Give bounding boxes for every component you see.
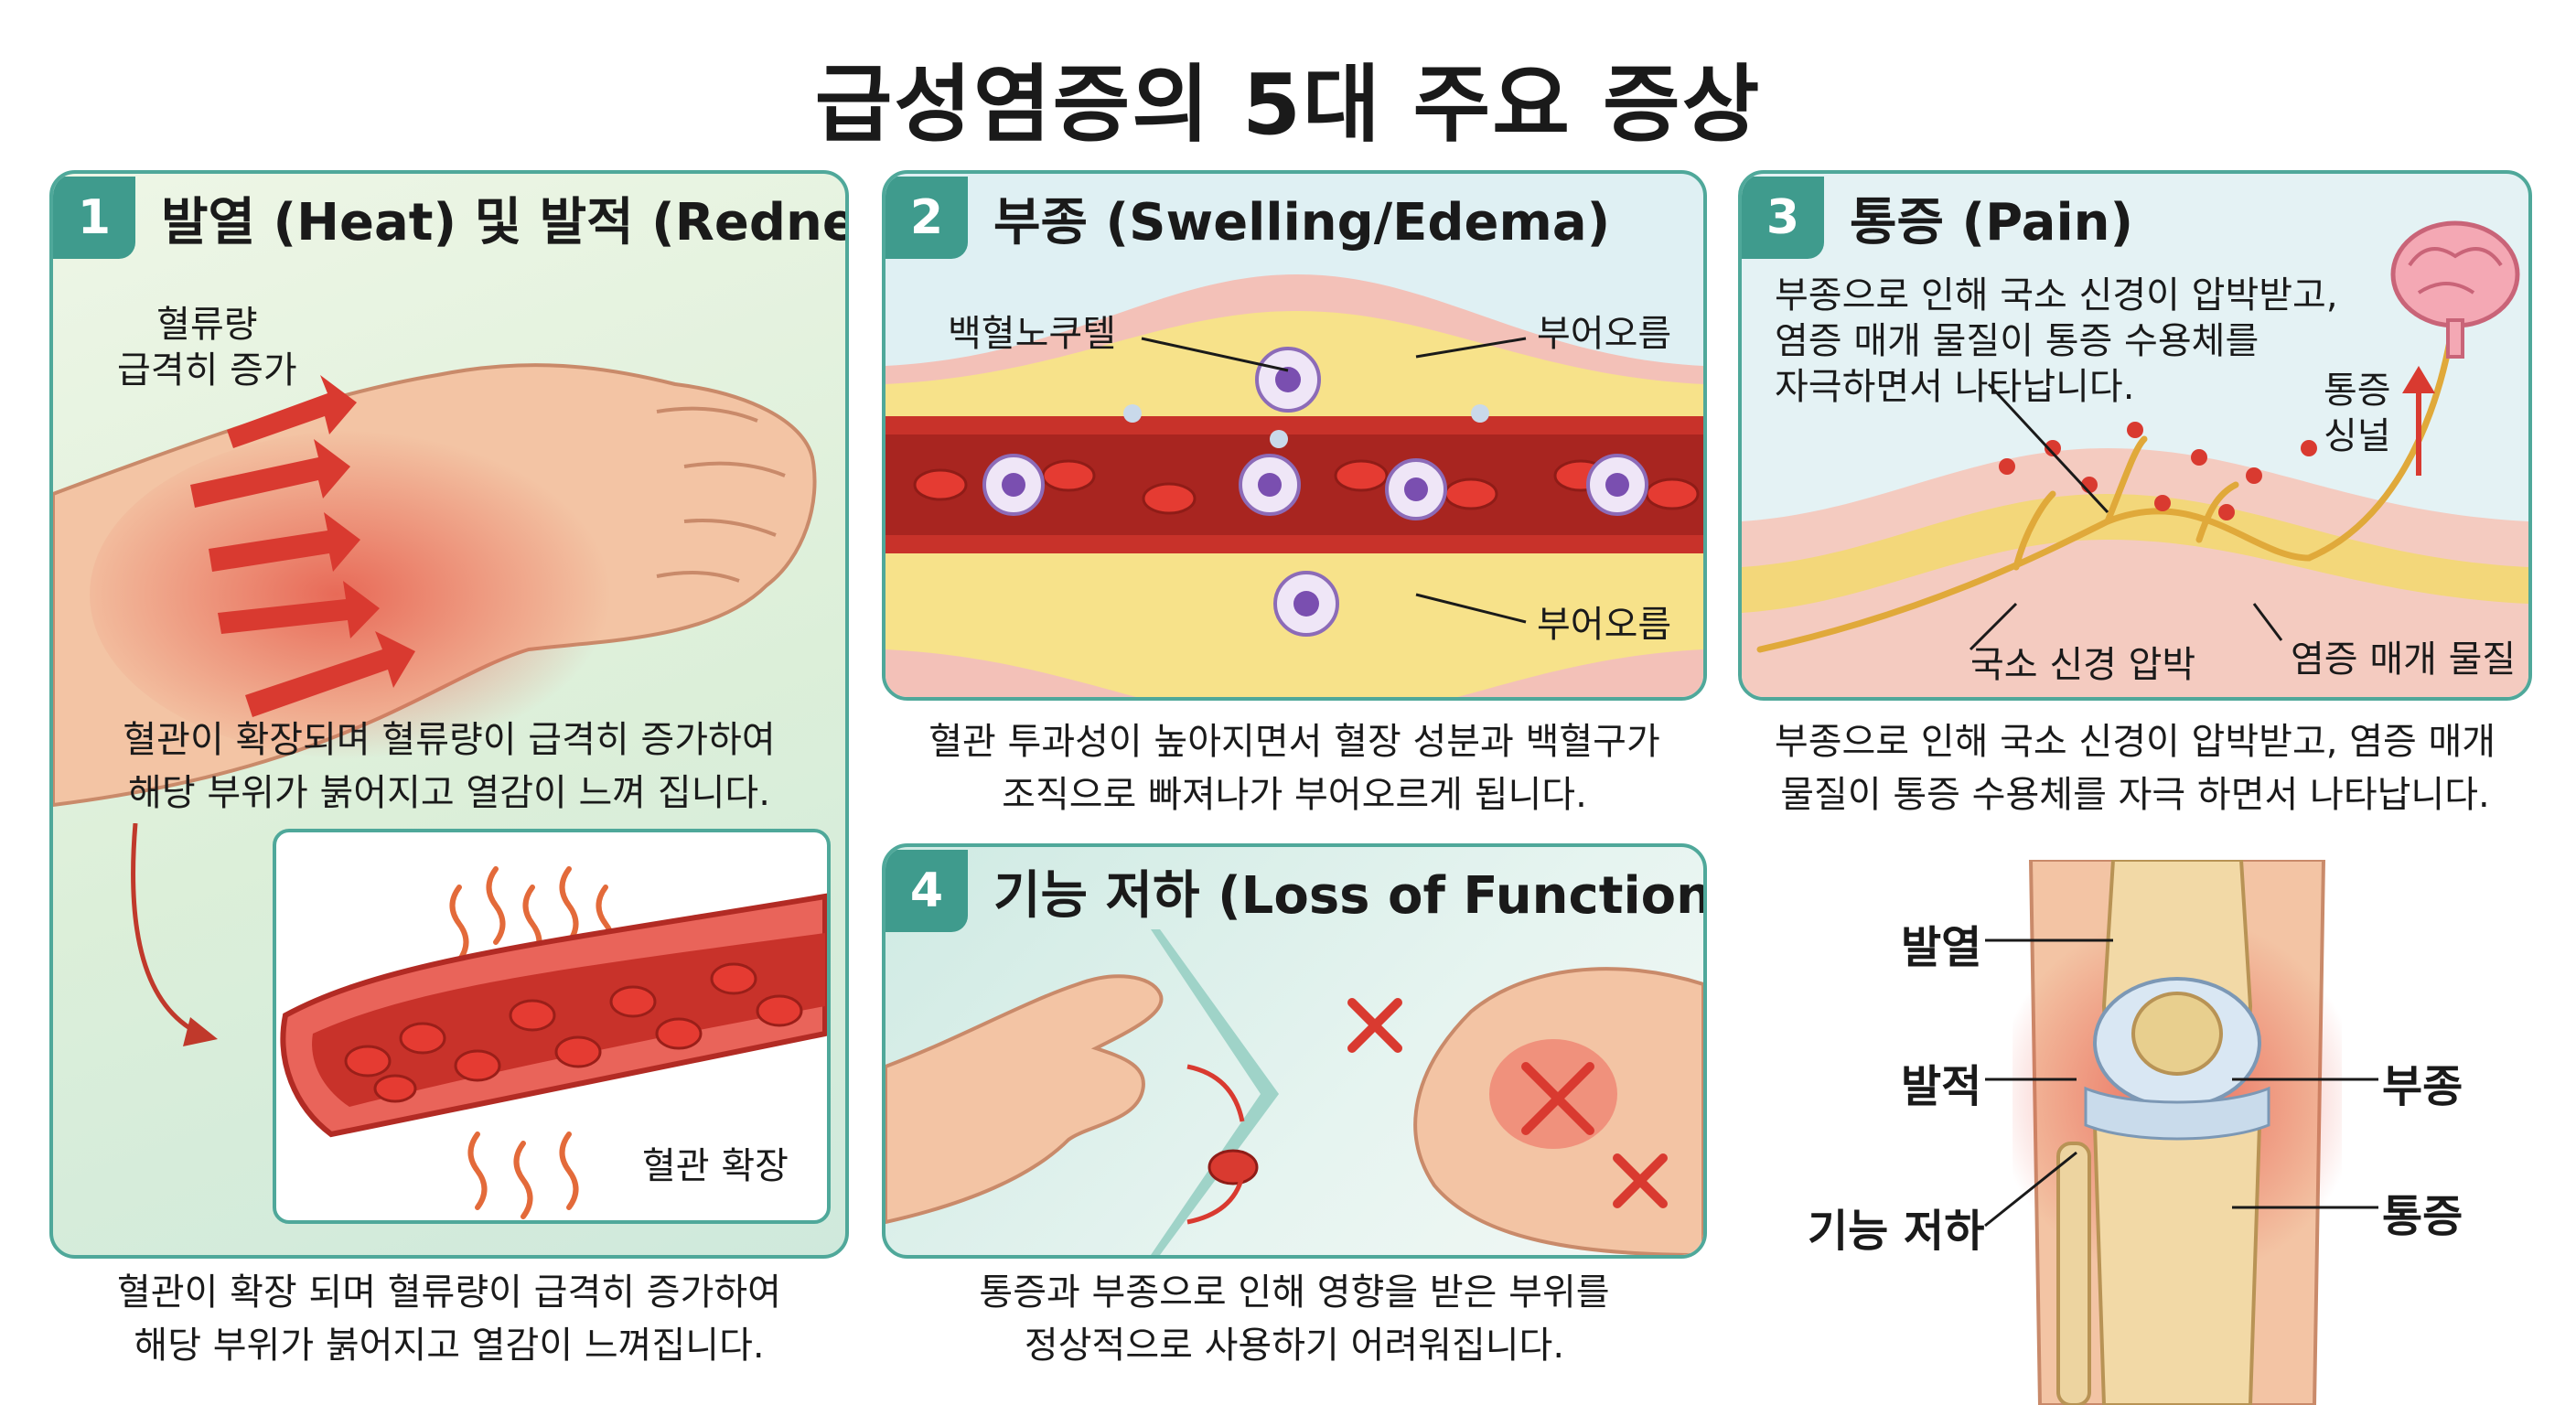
nerve-compression-label: 국소 신경 압박: [1970, 644, 2196, 686]
arrow-icon: [190, 375, 415, 717]
knee-pain-label: 통증: [2382, 1191, 2463, 1242]
panel-title: 통증 (Pain): [1850, 192, 2134, 252]
vessel-dilation-label: 혈관 확장: [642, 1145, 789, 1187]
panel-header: 3 통증 (Pain): [1742, 174, 2133, 262]
knee-redness-label: 발적: [1901, 1061, 1982, 1112]
swelling-bottom-label: 부어오름: [1537, 604, 1672, 646]
heat-inner-caption: 혈관이 확장되며 혈류량이 급격히 증가하여 해당 부위가 붉어지고 열감이 느…: [123, 719, 776, 814]
knee-loss-of-function-label: 기능 저하: [1808, 1206, 1985, 1257]
panel-header: 2 부종 (Swelling/Edema): [886, 174, 1610, 262]
arrow-icon: [1186, 1064, 1245, 1225]
swelling-caption: 혈관 투과성이 높아지면서 혈장 성분과 백혈구가 조직으로 빠져나가 부어오르…: [928, 721, 1660, 816]
nerve-compression-illustration: [1742, 220, 2528, 697]
heat-caption: 혈관이 확장 되며 혈류량이 급격히 증가하여 해당 부위가 붉어지고 열감이 …: [117, 1271, 781, 1367]
knee-swelling-label: 부종: [2382, 1061, 2463, 1112]
pain-signal-label: 통증 싱널: [2324, 370, 2391, 457]
panel-pain: 3 통증 (Pain): [1738, 170, 2532, 701]
panel-header: 4 기능 저하 (Loss of Function): [886, 847, 1707, 935]
blood-flow-label: 혈류량 급격히 증가: [117, 304, 297, 391]
pain-caption: 부종으로 인해 국소 신경이 압박받고, 염증 매개 물질이 통증 수용체를 자…: [1774, 721, 2496, 816]
panel-title: 기능 저하 (Loss of Function): [993, 865, 1707, 926]
knee-leader-lines: [1984, 938, 2113, 1228]
panel-loss-of-function: 4 기능 저하 (Loss of Function): [882, 843, 1707, 1259]
swelling-top-label: 부어오름: [1537, 313, 1672, 355]
inflamed-arm-illustration: [53, 363, 817, 808]
panel-swelling: 2 부종 (Swelling/Edema) 백혈노쿠텔: [882, 170, 1707, 701]
page-title: 급성염증의 5대 주요 증상: [814, 56, 1762, 154]
inflammatory-mediator-label: 염증 매개 물질: [2291, 638, 2517, 681]
knee-heat-label: 발열: [1901, 922, 1982, 973]
knee-joint-illustration: [2012, 860, 2342, 1405]
panel-title: 발열 (Heat) 및 발적 (Redness): [161, 192, 845, 252]
function-caption: 통증과 부종으로 인해 영향을 받은 부위를 정상적으로 사용하기 어려워집니다…: [979, 1271, 1610, 1367]
panel-number-badge: 4: [886, 850, 968, 932]
hand-function-illustration: [886, 929, 1703, 1255]
edema-tissue-illustration: [886, 274, 1703, 697]
panel-number-badge: 1: [53, 177, 135, 259]
panel-number-badge: 2: [886, 177, 968, 259]
panel-title: 부종 (Swelling/Edema): [993, 192, 1611, 252]
knee-leader-lines-right: [2232, 1078, 2378, 1209]
leukocyte-label: 백혈노쿠텔: [948, 313, 1116, 355]
panel-header: 1 발열 (Heat) 및 발적 (Redness): [53, 174, 845, 262]
panel-heat-redness: 1 발열 (Heat) 및 발적 (Redness) 혈류량 급격히 증가 혈관…: [49, 170, 849, 1259]
arrow-icon: [2402, 366, 2435, 476]
panel-number-badge: 3: [1742, 177, 1824, 259]
dilated-vessel-inset: 혈관 확장: [273, 829, 831, 1224]
dilated-vessel-illustration: [280, 866, 827, 1219]
cross-mark-icon: [1347, 998, 1668, 1208]
arrow-icon: [131, 823, 218, 1046]
chevron-right-icon: [1151, 929, 1279, 1255]
pain-inner-text: 부종으로 인해 국소 신경이 압박받고, 염증 매개 물질이 통증 수용체를 자…: [1775, 274, 2338, 408]
brain-icon: [2390, 220, 2520, 359]
